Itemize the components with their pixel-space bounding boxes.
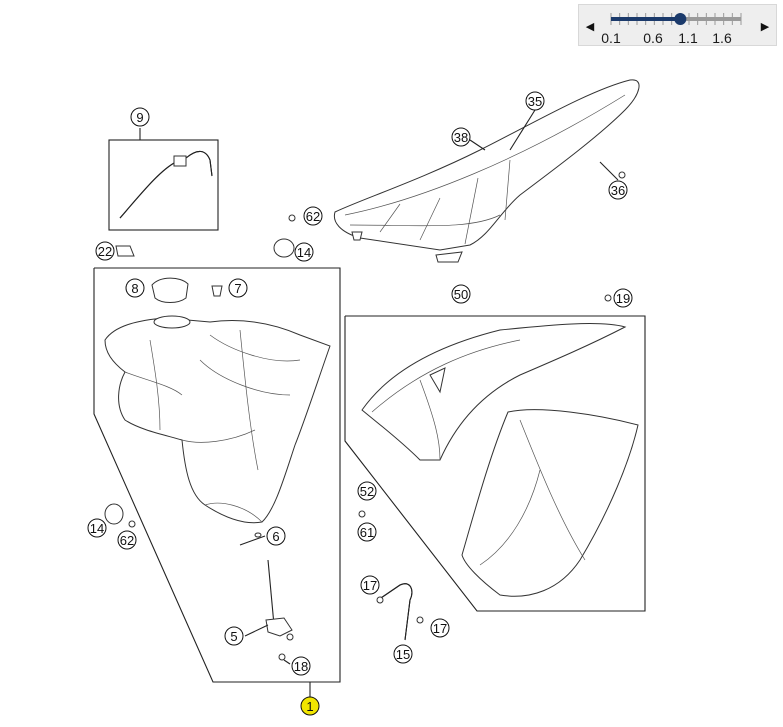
- svg-text:61: 61: [360, 525, 374, 540]
- fitting-22-part: [115, 245, 135, 257]
- leader-36: [599, 161, 619, 181]
- fuel-tank-group-frame: [93, 267, 341, 683]
- seat-part: [333, 79, 640, 263]
- svg-text:22: 22: [98, 244, 112, 259]
- svg-text:36: 36: [611, 183, 625, 198]
- svg-text:9: 9: [136, 110, 143, 125]
- svg-text:50: 50: [454, 287, 468, 302]
- leader-18: [283, 659, 291, 665]
- svg-text:5: 5: [230, 629, 237, 644]
- nut-14-part: [104, 503, 124, 525]
- zoom-tick-label-1-6: 1.6: [712, 30, 732, 46]
- svg-text:7: 7: [234, 281, 241, 296]
- callout-14-lower[interactable]: 14: [87, 518, 107, 538]
- callout-17-right[interactable]: 17: [430, 618, 450, 638]
- svg-text:1: 1: [306, 699, 313, 714]
- callout-35[interactable]: 35: [525, 91, 545, 111]
- bolt-62-part: [128, 520, 136, 528]
- svg-text:19: 19: [616, 291, 630, 306]
- fuel-tank-part: [104, 277, 331, 524]
- nut-14-upper-part: [273, 238, 295, 258]
- callout-6[interactable]: 6: [266, 526, 286, 546]
- bolt-61-part: [358, 510, 366, 518]
- leader-5: [244, 624, 269, 637]
- callout-62-lower[interactable]: 62: [117, 530, 137, 550]
- callout-19[interactable]: 19: [613, 288, 633, 308]
- callout-8[interactable]: 8: [125, 278, 145, 298]
- zoom-slider[interactable]: 0.1 0.6 1.1 1.6: [579, 5, 778, 47]
- leader-35: [509, 109, 536, 151]
- bolt-36-part: [618, 171, 626, 179]
- svg-text:62: 62: [306, 209, 320, 224]
- callout-9[interactable]: 9: [130, 107, 150, 127]
- svg-text:14: 14: [297, 245, 311, 260]
- callout-50[interactable]: 50: [451, 284, 471, 304]
- callout-14-upper[interactable]: 14: [294, 242, 314, 262]
- callout-36[interactable]: 36: [608, 180, 628, 200]
- callout-15[interactable]: 15: [393, 644, 413, 664]
- hose-kit-frame: [108, 139, 219, 231]
- shroud-left-part: [361, 323, 627, 461]
- shroud-right-part: [461, 409, 639, 597]
- svg-text:17: 17: [433, 621, 447, 636]
- vent-hose-part: [376, 583, 424, 641]
- callout-1[interactable]: 1: [300, 696, 320, 716]
- callout-38[interactable]: 38: [451, 127, 471, 147]
- callout-52[interactable]: 52: [357, 481, 377, 501]
- bolt-62-upper-part: [288, 214, 296, 222]
- svg-text:35: 35: [528, 94, 542, 109]
- svg-text:18: 18: [294, 659, 308, 674]
- shroud-group-frame: [344, 315, 646, 612]
- leader-38: [469, 139, 486, 151]
- svg-text:52: 52: [360, 484, 374, 499]
- zoom-handle[interactable]: [674, 13, 687, 25]
- callout-7[interactable]: 7: [228, 278, 248, 298]
- zoom-control: ◀ 0.1 0.6 1.1 1.6 ▶: [578, 4, 777, 46]
- svg-text:38: 38: [454, 130, 468, 145]
- hose-part: [119, 150, 213, 219]
- zoom-tick-label-0-6: 0.6: [643, 30, 663, 46]
- svg-text:14: 14: [90, 521, 104, 536]
- svg-text:17: 17: [363, 578, 377, 593]
- svg-text:6: 6: [272, 529, 279, 544]
- zoom-tick-label-0-1: 0.1: [601, 30, 621, 46]
- zoom-in-arrow-icon[interactable]: ▶: [760, 20, 770, 33]
- callout-5[interactable]: 5: [224, 626, 244, 646]
- fuel-tap-part: [254, 532, 294, 661]
- leader-6: [239, 535, 266, 546]
- zoom-out-arrow-icon[interactable]: ◀: [585, 20, 595, 33]
- callouts: 9 35 38 36 62 14 22 8 7 50 19 14 62 6 5 …: [87, 91, 633, 716]
- svg-text:15: 15: [396, 647, 410, 662]
- svg-text:8: 8: [131, 281, 138, 296]
- screw-19-part: [604, 294, 612, 302]
- zoom-tick-label-1-1: 1.1: [678, 30, 698, 46]
- svg-text:62: 62: [120, 533, 134, 548]
- callout-22[interactable]: 22: [95, 241, 115, 261]
- callout-18[interactable]: 18: [291, 656, 311, 676]
- callout-17-left[interactable]: 17: [360, 575, 380, 595]
- callout-62-upper[interactable]: 62: [303, 206, 323, 226]
- callout-61[interactable]: 61: [357, 522, 377, 542]
